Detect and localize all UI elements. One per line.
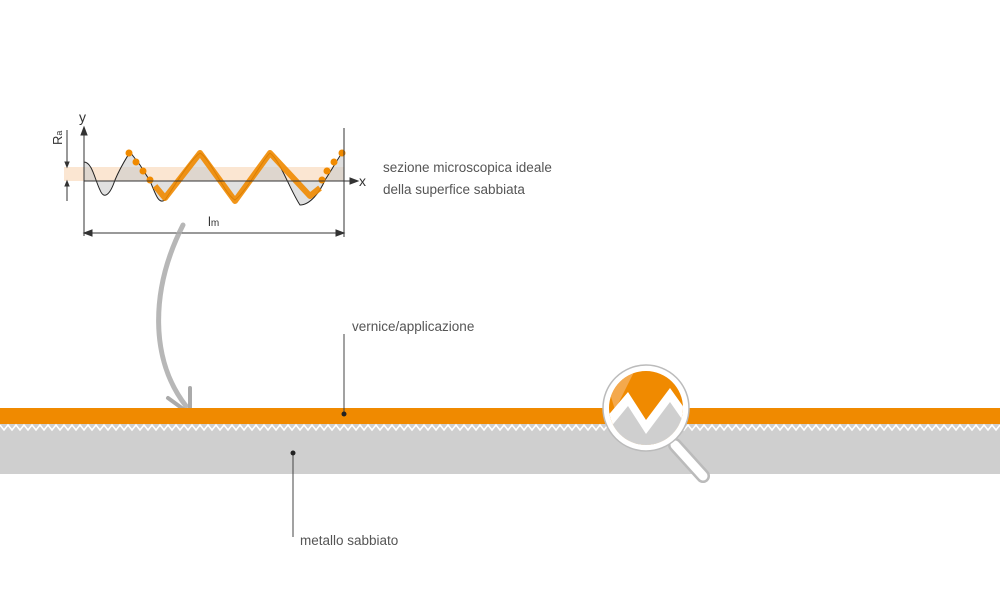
svg-text:Ra: Ra bbox=[50, 131, 65, 145]
ideal-zigzag bbox=[152, 150, 322, 204]
magnifier-icon bbox=[602, 364, 710, 483]
ra-label: R bbox=[50, 136, 65, 145]
coating-layer bbox=[0, 408, 1000, 426]
caption-line-1: sezione microscopica ideale bbox=[383, 160, 552, 175]
ra-subscript: a bbox=[54, 131, 64, 136]
rough-surface-edge bbox=[0, 423, 1000, 432]
roughness-profile-chart: y x Ra lm bbox=[50, 109, 366, 237]
lm-label: l bbox=[208, 214, 211, 229]
x-axis-label: x bbox=[359, 173, 366, 189]
profile-fill bbox=[84, 150, 344, 205]
caption-line-2: della superfice sabbiata bbox=[383, 182, 525, 197]
metal-layer bbox=[0, 424, 1000, 474]
metal-label: metallo sabbiato bbox=[300, 533, 399, 548]
curved-arrow bbox=[156, 222, 189, 409]
lm-subscript: m bbox=[211, 218, 219, 229]
svg-text:lm: lm bbox=[208, 214, 219, 229]
coating-label: vernice/applicazione bbox=[352, 319, 475, 334]
y-axis-label: y bbox=[79, 109, 86, 125]
